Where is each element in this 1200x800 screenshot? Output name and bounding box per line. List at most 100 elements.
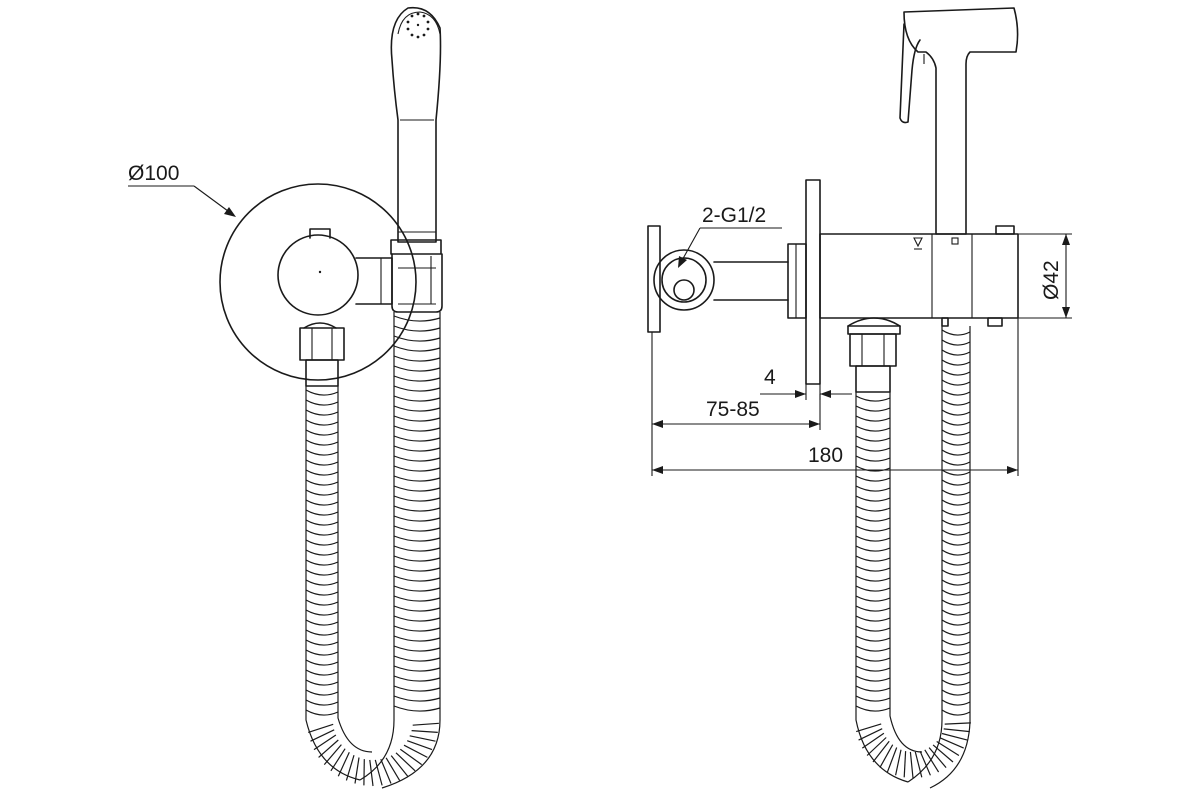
hose-coil [855,695,891,702]
hose-coil [393,475,441,482]
hose-coil [305,559,339,566]
hose-coil [941,379,971,386]
hose-coil [855,565,891,572]
hose-coil [393,595,441,602]
hose-coil [886,747,898,773]
hose-coil [855,705,891,712]
hose-coil [941,639,971,646]
hose-coil [855,665,891,672]
hose-coil [305,609,339,616]
hose-coil [323,744,342,765]
hose-coil [393,435,441,442]
side-wall-plate [805,179,821,385]
hose-coil [305,519,339,526]
hose-coil [932,744,954,763]
hose-coil [941,732,968,741]
hose-coil [393,605,441,612]
hose-coil [369,759,374,787]
hose-coil [941,459,971,466]
hose-coil [393,545,441,552]
hose-coil [855,635,891,642]
hose-coil [941,709,971,716]
hose-coil [337,751,350,777]
hose-coil [941,449,971,456]
hose-coil [855,505,891,512]
hose-coil [393,685,441,692]
hose-coil [305,399,339,406]
hose-coil [941,559,971,566]
label-thread: 2-G1/2 [702,204,766,227]
hose-coil [855,465,891,472]
hose-coil [393,615,441,622]
hose-coil [943,728,970,733]
hose-coil [305,639,339,646]
hose-coil [936,740,960,757]
hose-coil [928,747,947,768]
hose-coil [393,415,441,422]
hose-coil [305,499,339,506]
hose-coil [393,515,441,522]
hose-coil [941,479,971,486]
label-body-diameter: Ø42 [1040,260,1063,300]
label-plate-thickness: 4 [764,366,776,389]
hose-coil [393,505,441,512]
label-plate-diameter: Ø100 [128,162,179,185]
hose-coil [856,723,882,733]
hose-coil [855,535,891,542]
dimension-plate-diameter: Ø100 [128,162,236,217]
hose-coil [895,749,902,776]
hose-coil [310,729,335,742]
hose-coil [393,565,441,572]
hose-coil [385,757,401,781]
hose-coil [393,675,441,682]
hose-coil [855,585,891,592]
hose-coil [393,315,441,322]
hose-coil [393,555,441,562]
hose-coil [914,751,923,778]
hose-coil [941,599,971,606]
hose-coil [393,525,441,532]
hose-coil [941,649,971,656]
hose-coil [412,722,439,726]
hose-coil [393,455,441,462]
hose-coil [855,645,891,652]
hose-coil [393,625,441,632]
hose-coil [941,539,971,546]
front-hand-shower [390,6,442,243]
hose-coil [393,655,441,662]
hose-coil [305,629,339,636]
hose-coil [941,399,971,406]
hose-coil [855,415,891,422]
label-total-length: 180 [808,444,843,467]
hose-coil [393,645,441,652]
hose-coil [305,599,339,606]
hose-coil [941,469,971,476]
hose-coil [872,740,890,763]
hose-coil [393,365,441,372]
hose-coil [924,749,940,773]
hose-coil [305,539,339,546]
side-valve-body [819,225,1019,327]
side-inlet-flange [647,225,661,333]
hose-coil [941,439,971,446]
hose-coil [941,619,971,626]
hose-coil [941,339,971,346]
hose-coil [393,535,441,542]
hose-coil [855,605,891,612]
hose-coil [393,345,441,352]
hose-coil [305,459,339,466]
hose-coil [305,529,339,536]
front-handle-knob [277,234,359,316]
hose-coil [393,385,441,392]
hose-coil [393,575,441,582]
hose-coil [941,629,971,636]
hose-coil [393,355,441,362]
hose-coil [305,699,339,706]
hose-coil [305,409,339,416]
hose-coil [855,525,891,532]
hose-coil [941,499,971,506]
label-wall-depth: 75-85 [706,398,760,421]
hose-coil [939,737,964,749]
hose-coil [393,495,441,502]
